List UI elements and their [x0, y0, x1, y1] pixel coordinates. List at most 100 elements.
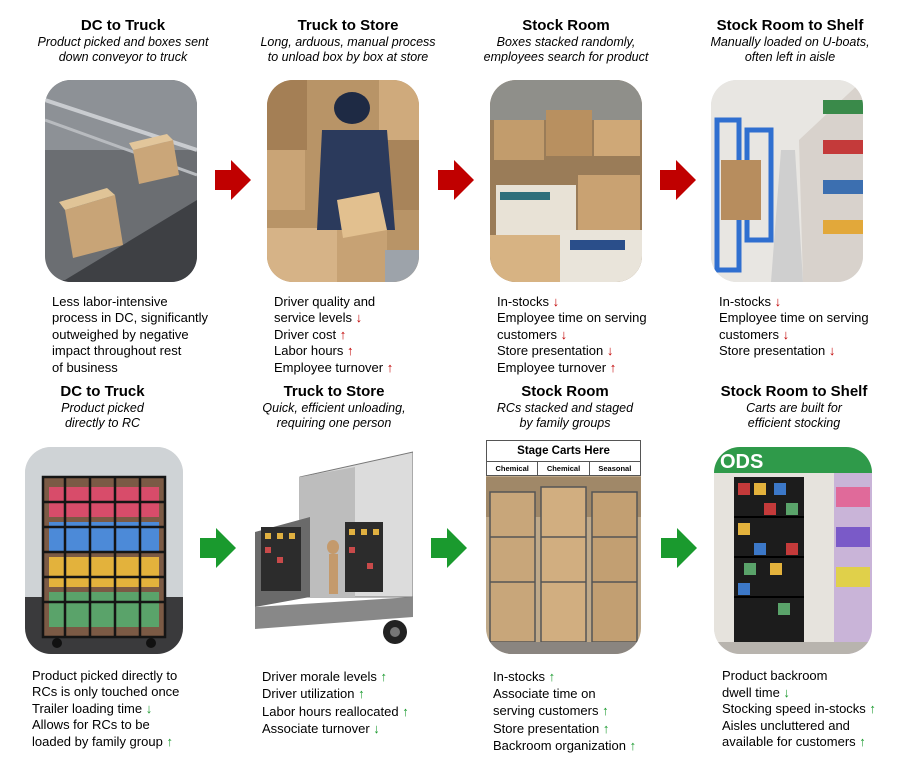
- bottom-stage-2-header: Truck to Store Quick, efficient unloadin…: [228, 383, 440, 431]
- arrow-down-icon: ↓: [774, 294, 782, 309]
- note-line: Employee time on serving: [719, 310, 869, 326]
- note-line: Employee turnover ↑: [274, 359, 394, 375]
- arrow-down-icon: ↓: [373, 721, 380, 737]
- top-stage-1-notes: Less labor-intensive process in DC, sign…: [52, 294, 232, 376]
- stage-sign-header: Stage Carts Here: [487, 441, 640, 462]
- arrow-up-icon: ↑: [386, 359, 394, 375]
- arrow-up-icon: ↑: [869, 701, 876, 717]
- stage-subtitle-line: RCs stacked and staged: [496, 401, 634, 415]
- stage-subtitle-line: requiring one person: [276, 416, 392, 430]
- stage-subtitle-line: Quick, efficient unloading,: [262, 401, 406, 415]
- arrow-down-icon: ↓: [783, 684, 790, 700]
- arrow-up-icon: ↑: [629, 737, 637, 753]
- note-line: In-stocks ↓: [719, 294, 782, 309]
- note-line: In-stocks ↑: [493, 669, 556, 684]
- note-line: loaded by family group ↑: [32, 733, 173, 749]
- green-arrow-right-icon: [431, 528, 467, 568]
- note-line: outweighed by negative: [52, 326, 189, 342]
- stage-subtitle-line: often left in aisle: [744, 50, 836, 64]
- stage-title: Stock Room: [521, 383, 609, 400]
- note-line: Store presentation ↓: [719, 343, 836, 359]
- rolling-cart-photo: [25, 447, 183, 654]
- arrow-up-icon: ↑: [347, 343, 354, 359]
- stage-subtitle-line: Product picked: [61, 401, 144, 415]
- bottom-stage-3-notes: In-stocks ↑ Associate time on serving cu…: [493, 668, 683, 754]
- bottom-stage-3-header: Stock Room RCs stacked and staged by fam…: [460, 383, 670, 431]
- top-stage-3-header: Stock Room Boxes stacked randomly, emplo…: [461, 17, 671, 65]
- note-line: Stocking speed in-stocks ↑: [722, 701, 876, 717]
- stage-title: Stock Room to Shelf: [716, 17, 864, 34]
- note-line: Aisles uncluttered and: [722, 717, 850, 733]
- note-line: Employee turnover ↑: [497, 359, 617, 375]
- note-line: Labor hours ↑: [274, 343, 354, 359]
- arrow-up-icon: ↑: [602, 703, 609, 719]
- stage-title: Stock Room: [522, 17, 610, 34]
- arrow-up-icon: ↑: [609, 359, 617, 375]
- top-stage-3-notes: In-stocks ↓ Employee time on serving cus…: [497, 294, 677, 376]
- stage-subtitle-line: to unload box by box at store: [267, 50, 429, 64]
- note-line: Associate turnover ↓: [262, 721, 380, 737]
- top-stage-4-header: Stock Room to Shelf Manually loaded on U…: [684, 17, 896, 65]
- arrow-up-icon: ↑: [548, 669, 556, 684]
- note-line: of business: [52, 359, 118, 375]
- note-line: Driver utilization ↑: [262, 686, 365, 702]
- top-stage-4-notes: In-stocks ↓ Employee time on serving cus…: [719, 294, 899, 360]
- store-sign-text: ODS: [720, 451, 763, 473]
- red-arrow-right-icon: [215, 160, 251, 200]
- stage-subtitle-line: efficient stocking: [747, 416, 841, 430]
- note-line: In-stocks ↓: [497, 294, 560, 309]
- top-stage-2-notes: Driver quality and service levels ↓ Driv…: [274, 294, 454, 376]
- green-arrow-right-icon: [200, 528, 236, 568]
- note-line: Driver cost ↑: [274, 326, 347, 342]
- trailer-unloading-illustration: [255, 447, 413, 654]
- stage-subtitle-line: Long, arduous, manual process: [260, 35, 436, 49]
- bottom-stage-1-header: DC to Truck Product picked directly to R…: [0, 383, 205, 431]
- note-line: Backroom organization ↑: [493, 737, 637, 753]
- note-line: Employee time on serving: [497, 310, 647, 326]
- note-line: impact throughout rest: [52, 343, 182, 359]
- red-arrow-right-icon: [438, 160, 474, 200]
- note-line: customers ↓: [497, 326, 568, 342]
- stage-subtitle-line: Product picked and boxes sent: [37, 35, 209, 49]
- note-line: Driver quality and: [274, 294, 376, 309]
- note-line: Allows for RCs to be: [32, 717, 150, 733]
- stage-subtitle-line: by family groups: [519, 416, 611, 430]
- bottom-stage-1-notes: Product picked directly to RCs is only t…: [32, 668, 227, 750]
- top-stage-1-header: DC to Truck Product picked and boxes sen…: [18, 17, 228, 65]
- conveyor-boxes-photo: [45, 80, 197, 282]
- bottom-stage-4-notes: Product backroom dwell time ↓ Stocking s…: [722, 668, 907, 751]
- arrow-down-icon: ↓: [782, 326, 790, 342]
- arrow-up-icon: ↑: [402, 703, 409, 719]
- stage-title: Truck to Store: [283, 383, 385, 400]
- stage-subtitle-line: employees search for product: [483, 50, 649, 64]
- stage-carts-sign: Stage Carts Here Chemical Chemical Seaso…: [486, 440, 641, 476]
- cart-in-store-aisle-photo: ODS: [714, 447, 872, 654]
- stage-title: Stock Room to Shelf: [720, 383, 868, 400]
- arrow-up-icon: ↑: [339, 326, 347, 342]
- stage-sign-cell: Seasonal: [598, 464, 632, 473]
- arrow-up-icon: ↑: [358, 686, 365, 702]
- note-line: Product backroom: [722, 668, 828, 683]
- stage-subtitle-line: down conveyor to truck: [58, 50, 188, 64]
- note-line: Product picked directly to: [32, 668, 178, 683]
- note-line: Labor hours reallocated ↑: [262, 703, 409, 719]
- arrow-up-icon: ↑: [380, 669, 388, 684]
- note-line: Store presentation ↑: [493, 720, 610, 736]
- arrow-up-icon: ↑: [166, 733, 173, 749]
- note-line: available for customers ↑: [722, 734, 866, 750]
- store-aisle-uboats-photo: [711, 80, 863, 282]
- note-line: serving customers ↑: [493, 703, 609, 719]
- top-stage-2-header: Truck to Store Long, arduous, manual pro…: [243, 17, 453, 65]
- note-line: process in DC, significantly: [52, 310, 209, 326]
- arrow-down-icon: ↓: [145, 700, 153, 716]
- note-line: Driver morale levels ↑: [262, 669, 388, 684]
- note-line: Trailer loading time ↓: [32, 700, 153, 716]
- staged-carts-photo: [486, 447, 641, 654]
- note-line: Store presentation ↓: [497, 343, 614, 359]
- note-line: dwell time ↓: [722, 684, 790, 700]
- arrow-down-icon: ↓: [606, 343, 614, 359]
- stage-sign-cell: Chemical: [487, 462, 539, 476]
- note-line: customers ↓: [719, 326, 790, 342]
- stage-subtitle-line: Carts are built for: [746, 401, 842, 415]
- stage-title: DC to Truck: [80, 17, 166, 34]
